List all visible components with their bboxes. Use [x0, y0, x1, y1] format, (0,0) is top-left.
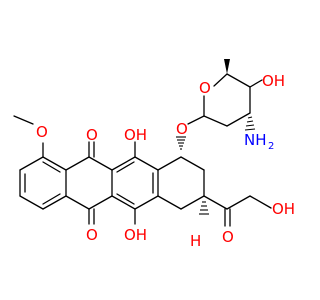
- quinone-oxygen-bottom-label: O: [86, 226, 98, 244]
- glycosidic-hashed-bond: [176, 136, 186, 150]
- amine-hashed-bond: [244, 116, 256, 131]
- tertiary-oh-hashed-bond: [199, 201, 209, 215]
- ring-a: [19, 156, 67, 210]
- sugar-ring: [203, 73, 251, 127]
- sugar-oh-label: OH: [262, 72, 285, 90]
- structure-diagram: O O O OH OH O O OH NH 2 H O OH: [13, 59, 295, 250]
- molecule-canvas: O O O OH OH O O OH NH 2 H O OH: [13, 59, 295, 250]
- methyl-wedge-bond: [224, 59, 230, 74]
- methoxy-group: [13, 115, 44, 158]
- quinone-oxygen-top-label: O: [86, 126, 98, 144]
- primary-oh-label: OH: [272, 200, 295, 218]
- ether-bond: [187, 115, 205, 125]
- phenol-oh-top-label: OH: [124, 126, 147, 144]
- amine-subscript: 2: [268, 141, 274, 152]
- ether-oxygen-label: O: [176, 120, 188, 138]
- ring-c: [111, 141, 159, 225]
- phenol-oh-bottom-label: OH: [124, 226, 147, 244]
- ring-d: [157, 156, 205, 210]
- ring-oxygen-label: O: [199, 79, 211, 97]
- ring-b: [65, 141, 113, 225]
- amine-label: NH: [244, 131, 267, 149]
- side-chain: [203, 195, 272, 227]
- ketone-oxygen-label: O: [222, 228, 234, 246]
- sugar-oh-bond: [249, 79, 263, 88]
- tertiary-oh-hydrogen-label: H: [190, 232, 201, 250]
- methoxy-oxygen-label: O: [36, 123, 48, 141]
